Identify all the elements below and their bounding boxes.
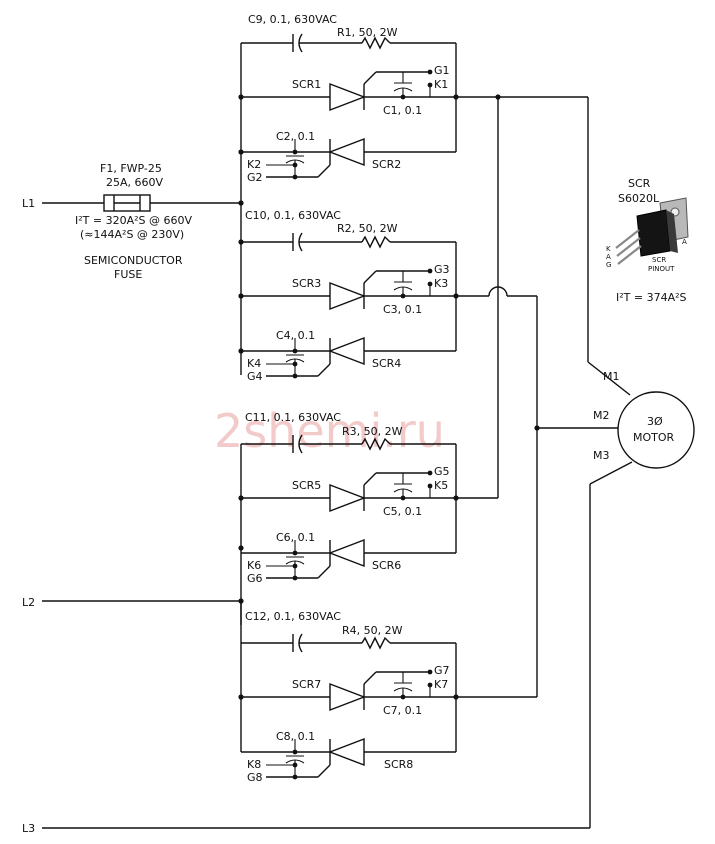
output-wiring <box>456 94 633 828</box>
s4-g-a-label: G7 <box>434 664 450 677</box>
motor-m3-label: M3 <box>593 449 610 462</box>
scr-a-3 <box>329 483 366 513</box>
s1-scr-a-label: SCR1 <box>292 78 321 91</box>
scr-package: SCR S6020L K A G A SCR PINOUT I²T = 374A… <box>606 177 689 304</box>
s3-c-b-label: C6, 0.1 <box>276 531 315 544</box>
s1-c-a-label: C1, 0.1 <box>383 104 422 117</box>
s2-k-a-label: K3 <box>434 277 448 290</box>
s4-c-b-label: C8, 0.1 <box>276 730 315 743</box>
s3-k-a-label: K5 <box>434 479 448 492</box>
s3-c-snub-label: C11, 0.1, 630VAC <box>245 411 341 424</box>
s1-k-b-label: K2 <box>247 158 261 171</box>
stage-1: C9, 0.1, 630VAC R1, 50, 2W SCR1 C1, 0.1 … <box>238 13 459 375</box>
input-l3: L3 <box>22 822 590 835</box>
scr-b-3 <box>328 538 365 568</box>
label-l1: L1 <box>22 197 35 210</box>
fuse-note-1: SEMICONDUCTOR <box>84 254 183 267</box>
scr-a-4 <box>329 682 366 712</box>
s2-scr-a-label: SCR3 <box>292 277 321 290</box>
s3-g-a-label: G5 <box>434 465 450 478</box>
s4-scr-a-label: SCR7 <box>292 678 321 691</box>
scr-pin-a-tab: A <box>682 238 687 246</box>
s2-c-a-label: C3, 0.1 <box>383 303 422 316</box>
stage-3: C11, 0.1, 630VAC R3, 50, 2W SCR5 C5, 0.1… <box>238 411 459 625</box>
scr-title-1: SCR <box>628 177 651 190</box>
input-l1: L1 F1, FWP-25 25A, 660V I²T = 320A²S @ 6… <box>22 162 241 281</box>
s1-c-b-label: C2, 0.1 <box>276 130 315 143</box>
fuse-note-2: FUSE <box>114 268 142 281</box>
label-l2: L2 <box>22 596 35 609</box>
s1-k-a-label: K1 <box>434 78 448 91</box>
s3-r-label: R3, 50, 2W <box>342 425 403 438</box>
s2-g-b-label: G4 <box>247 370 263 383</box>
scr-pin-a: A <box>606 253 611 261</box>
scr-b-2 <box>328 336 365 366</box>
fuse-i2t-1: I²T = 320A²S @ 660V <box>75 214 192 227</box>
s1-scr-b-label: SCR2 <box>372 158 401 171</box>
s1-c-snub-label: C9, 0.1, 630VAC <box>248 13 337 26</box>
stage-2: C10, 0.1, 630VAC R2, 50, 2W SCR3 C3, 0.1… <box>238 209 459 383</box>
s2-c-b-label: C4, 0.1 <box>276 329 315 342</box>
s2-c-snub-label: C10, 0.1, 630VAC <box>245 209 341 222</box>
s1-r-label: R1, 50, 2W <box>337 26 398 39</box>
scr-pin-k: K <box>606 245 611 253</box>
scr-pin-g: G <box>606 261 611 269</box>
s3-g-b-label: G6 <box>247 572 263 585</box>
motor-label-2: MOTOR <box>633 431 675 444</box>
scr-a-1 <box>329 82 366 112</box>
s1-g-a-label: G1 <box>434 64 450 77</box>
s3-scr-a-label: SCR5 <box>292 479 321 492</box>
input-l2: L2 <box>22 596 241 609</box>
scr-title-2: S6020L <box>618 192 660 205</box>
s4-k-a-label: K7 <box>434 678 448 691</box>
s4-r-label: R4, 50, 2W <box>342 624 403 637</box>
s3-k-b-label: K6 <box>247 559 261 572</box>
scr-body <box>636 209 671 257</box>
fuse-label-1: F1, FWP-25 <box>100 162 162 175</box>
scr-pinout-2: PINOUT <box>648 265 675 273</box>
scr-b-1 <box>328 137 365 167</box>
scr-pinout-1: SCR <box>652 256 666 264</box>
s4-c-a-label: C7, 0.1 <box>383 704 422 717</box>
s2-g-a-label: G3 <box>434 263 450 276</box>
fuse-i2t-2: (≈144A²S @ 230V) <box>80 228 184 241</box>
motor-m1-label: M1 <box>603 370 620 383</box>
stage-4: C12, 0.1, 630VAC R4, 50, 2W SCR7 C7, 0.1… <box>238 598 459 784</box>
s4-k-b-label: K8 <box>247 758 261 771</box>
s4-g-b-label: G8 <box>247 771 263 784</box>
s4-c-snub-label: C12, 0.1, 630VAC <box>245 610 341 623</box>
label-l3: L3 <box>22 822 35 835</box>
s4-scr-b-label: SCR8 <box>384 758 413 771</box>
watermark: 2shemi.ru <box>214 404 445 458</box>
s1-g-b-label: G2 <box>247 171 263 184</box>
motor-m2-label: M2 <box>593 409 610 422</box>
s3-scr-b-label: SCR6 <box>372 559 401 572</box>
scr-i2t: I²T = 374A²S <box>616 291 687 304</box>
scr-b-4 <box>328 737 365 767</box>
fuse-label-2: 25A, 660V <box>106 176 164 189</box>
s2-scr-b-label: SCR4 <box>372 357 401 370</box>
s3-c-a-label: C5, 0.1 <box>383 505 422 518</box>
s2-r-label: R2, 50, 2W <box>337 222 398 235</box>
motor-label-1: 3Ø <box>647 415 663 428</box>
s2-k-b-label: K4 <box>247 357 261 370</box>
scr-a-2 <box>329 281 366 311</box>
motor-3phase: 3Ø MOTOR M1 M2 M3 <box>593 370 695 469</box>
motor-circle <box>617 391 695 469</box>
